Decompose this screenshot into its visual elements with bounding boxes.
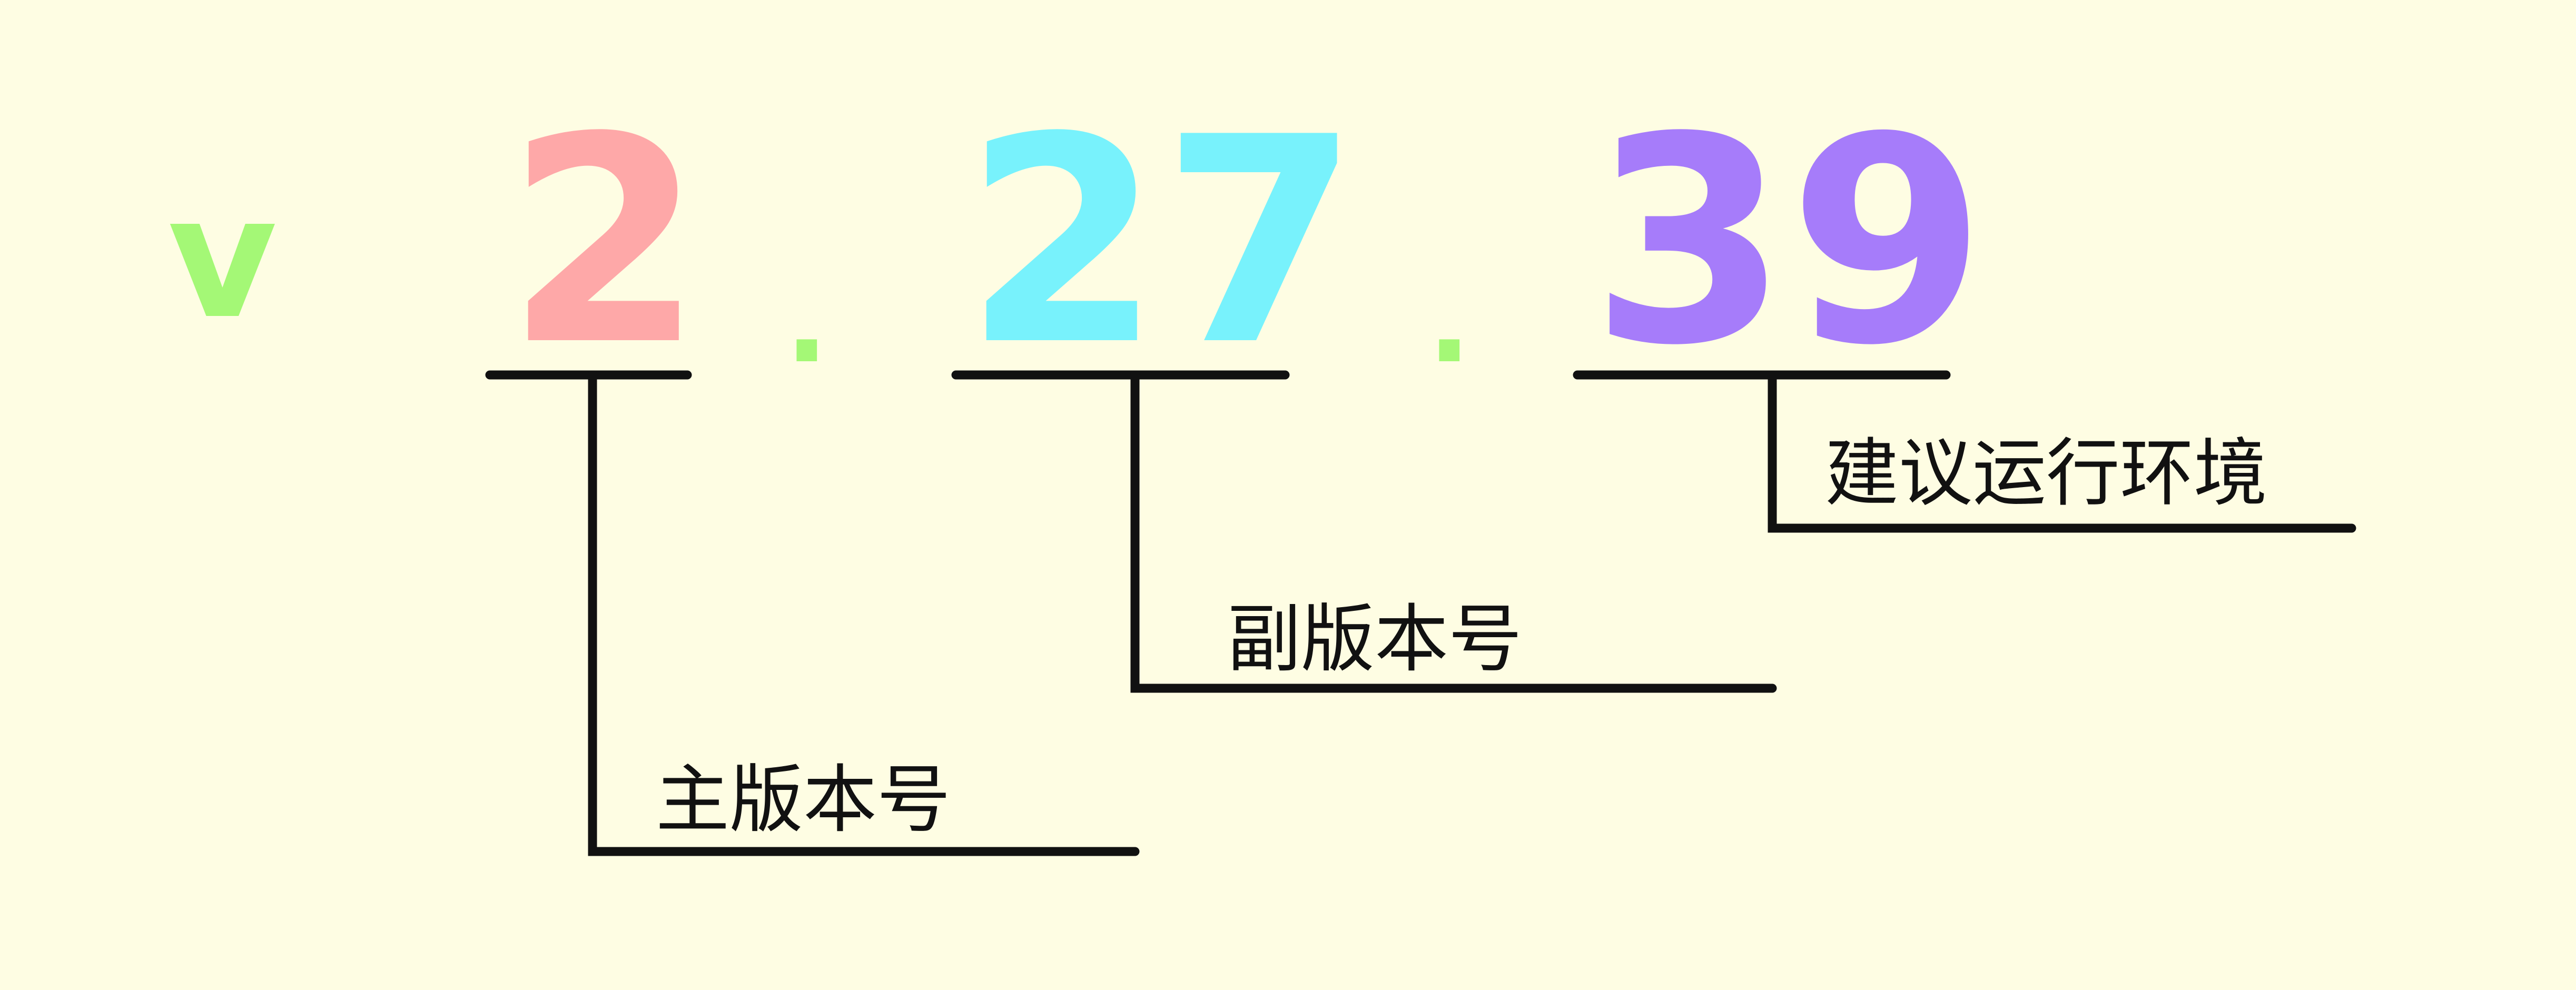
major-leader-line (588, 370, 1140, 856)
minor-version-number: 27 (964, 77, 1360, 408)
environment-version-label: 建议运行环境 (1825, 431, 2268, 517)
environment-leader-line (1768, 370, 2356, 533)
major-version-number: 2 (506, 77, 704, 408)
version-separator: . (785, 254, 829, 389)
version-separator: . (1427, 254, 1472, 389)
minor-version-label: 副版本号 (1227, 597, 1523, 682)
environment-version-number: 39 (1591, 77, 1987, 408)
minor-leader-line (1130, 370, 1777, 693)
version-prefix: v (167, 160, 278, 356)
major-version-label: 主版本号 (656, 757, 951, 843)
